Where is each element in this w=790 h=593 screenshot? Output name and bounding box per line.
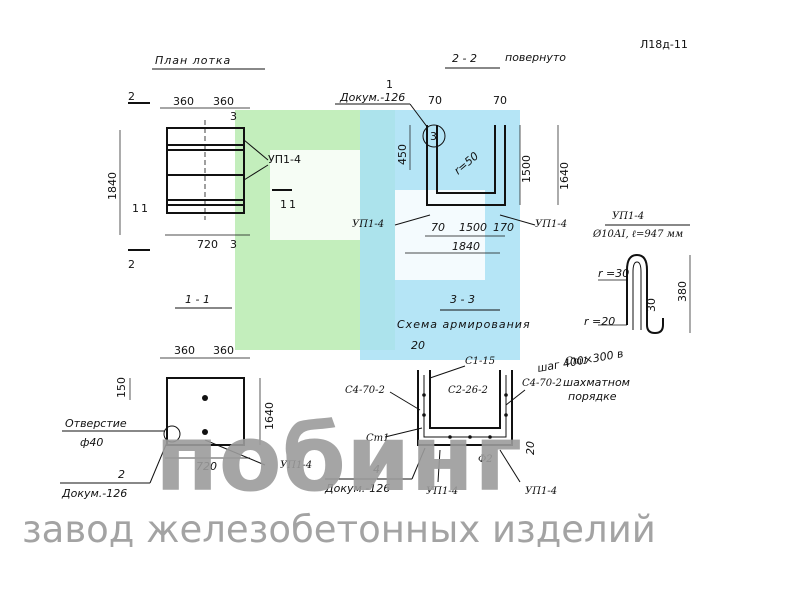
sec33-ct1-top: Ст1 (565, 356, 589, 367)
plan-ref-1-left: 1 (132, 202, 139, 215)
plan-ref-1-right: 1 (280, 198, 287, 211)
sec11-dim-360b: 360 (213, 344, 234, 357)
sec22-ref-doc: Докум.-126 (339, 91, 405, 104)
sec33-dim-20-top: 20 (411, 339, 425, 352)
sec22-dim-70a: 70 (428, 94, 442, 107)
sec22-note: повернуто (505, 51, 566, 64)
sec33-up-right: УП1-4 (525, 486, 557, 497)
section-1-1: 1 - 1 360 360 150 1640 Отверстие ф40 720… (60, 293, 312, 500)
up-dim-30: 30 (645, 298, 658, 312)
up-title: УП1-4 (612, 211, 644, 222)
sec11-hole-label: Отверстие (65, 417, 127, 430)
sec22-dim-1500h: 1500 (459, 221, 487, 234)
sec11-title: 1 - 1 (185, 293, 210, 306)
sec33-c1-15: С1-15 (465, 356, 495, 367)
sec11-callout: УП1-4 (280, 460, 312, 471)
sec33-step-c: порядке (568, 390, 617, 403)
plan-ref-1-right-b: 1 (289, 198, 296, 211)
sec33-dim-20-side: 20 (524, 441, 537, 455)
sec11-hole-size: ф40 (80, 436, 103, 449)
sec22-title: 2 - 2 (452, 52, 477, 65)
sec22-dim-1840: 1840 (452, 240, 480, 253)
sec33-f2: Ф2 (478, 454, 493, 465)
sec33-subtitle: Схема армирования (397, 318, 531, 331)
sec22-dim-1500v: 1500 (520, 155, 533, 183)
plan-dim-360a: 360 (173, 95, 194, 108)
sec22-circle-label: 3 (430, 130, 437, 143)
section-2-2: 2 - 2 повернуто 1 Докум.-126 3 70 70 450… (335, 51, 571, 254)
sec11-dim-360a: 360 (174, 344, 195, 357)
sec11-dim-1640: 1640 (263, 402, 276, 430)
sec33-ref-doc: Докум.-126 (324, 482, 390, 495)
sec11-ref-doc: Докум.-126 (61, 487, 127, 500)
sheet-code: Л18д-11 (640, 38, 688, 51)
sec33-c4-70-2-left: С4-70-2 (345, 385, 385, 396)
up-spec: Ø10АI, ℓ=947 мм (592, 229, 683, 240)
sec33-up-left: УП1-4 (426, 486, 458, 497)
plan-dim-1840: 1840 (106, 172, 119, 200)
sec22-dim-70b: 70 (493, 94, 507, 107)
up-detail: УП1-4 Ø10АI, ℓ=947 мм r =30 r =20 30 380 (584, 211, 691, 335)
plan-dim-720: 720 (197, 238, 218, 251)
watermark-text: побинг завод железобетонных изделий (22, 405, 656, 551)
sec11-dim-720: 720 (196, 460, 217, 473)
sec22-label-right: УП1-4 (535, 219, 567, 230)
plan-title: План лотка (155, 54, 231, 67)
sec22-dim-450: 450 (396, 144, 409, 165)
plan-ref-1-left-b: 1 (141, 202, 148, 215)
sec33-ct1-left: Ст1 (366, 433, 390, 444)
sec33-title: 3 - 3 (450, 293, 475, 306)
sec22-label-left: УП1-4 (352, 219, 384, 230)
sec33-c2-26-2: С2-26-2 (448, 385, 488, 396)
plan-dim-360b: 360 (213, 95, 234, 108)
sec33-step-b: шахматном (563, 376, 630, 389)
plan-ref-3-top: 3 (230, 110, 237, 123)
sec33-step: шаг 400×300 в (536, 347, 624, 375)
sec11-dim-150: 150 (115, 377, 128, 398)
up-dim-r30: r =30 (598, 267, 629, 280)
plan-callout: УП1-4 (268, 153, 301, 166)
watermark-subtitle: завод железобетонных изделий (22, 508, 656, 551)
watermark-brand: побинг (155, 405, 522, 512)
up-dim-380: 380 (676, 281, 689, 302)
sec22-dim-1640: 1640 (558, 162, 571, 190)
plan-ref-2-top: 2 (128, 90, 135, 103)
plan-ref-3-bottom: 3 (230, 238, 237, 251)
sec11-ref-num: 2 (118, 468, 125, 481)
sec33-c4-70-2-right: С4-70-2 (522, 378, 562, 389)
sec22-dim-170: 170 (493, 221, 514, 234)
sec22-ref-num: 1 (386, 78, 393, 91)
plan-view: План лотка 360 360 2 2 3 3 1840 УП1-4 1 … (106, 54, 301, 271)
plan-ref-2-bottom: 2 (128, 258, 135, 271)
up-dim-r20: r =20 (584, 315, 615, 328)
sec33-ref-num: 4 (373, 463, 380, 476)
sec22-dim-70c: 70 (431, 221, 445, 234)
